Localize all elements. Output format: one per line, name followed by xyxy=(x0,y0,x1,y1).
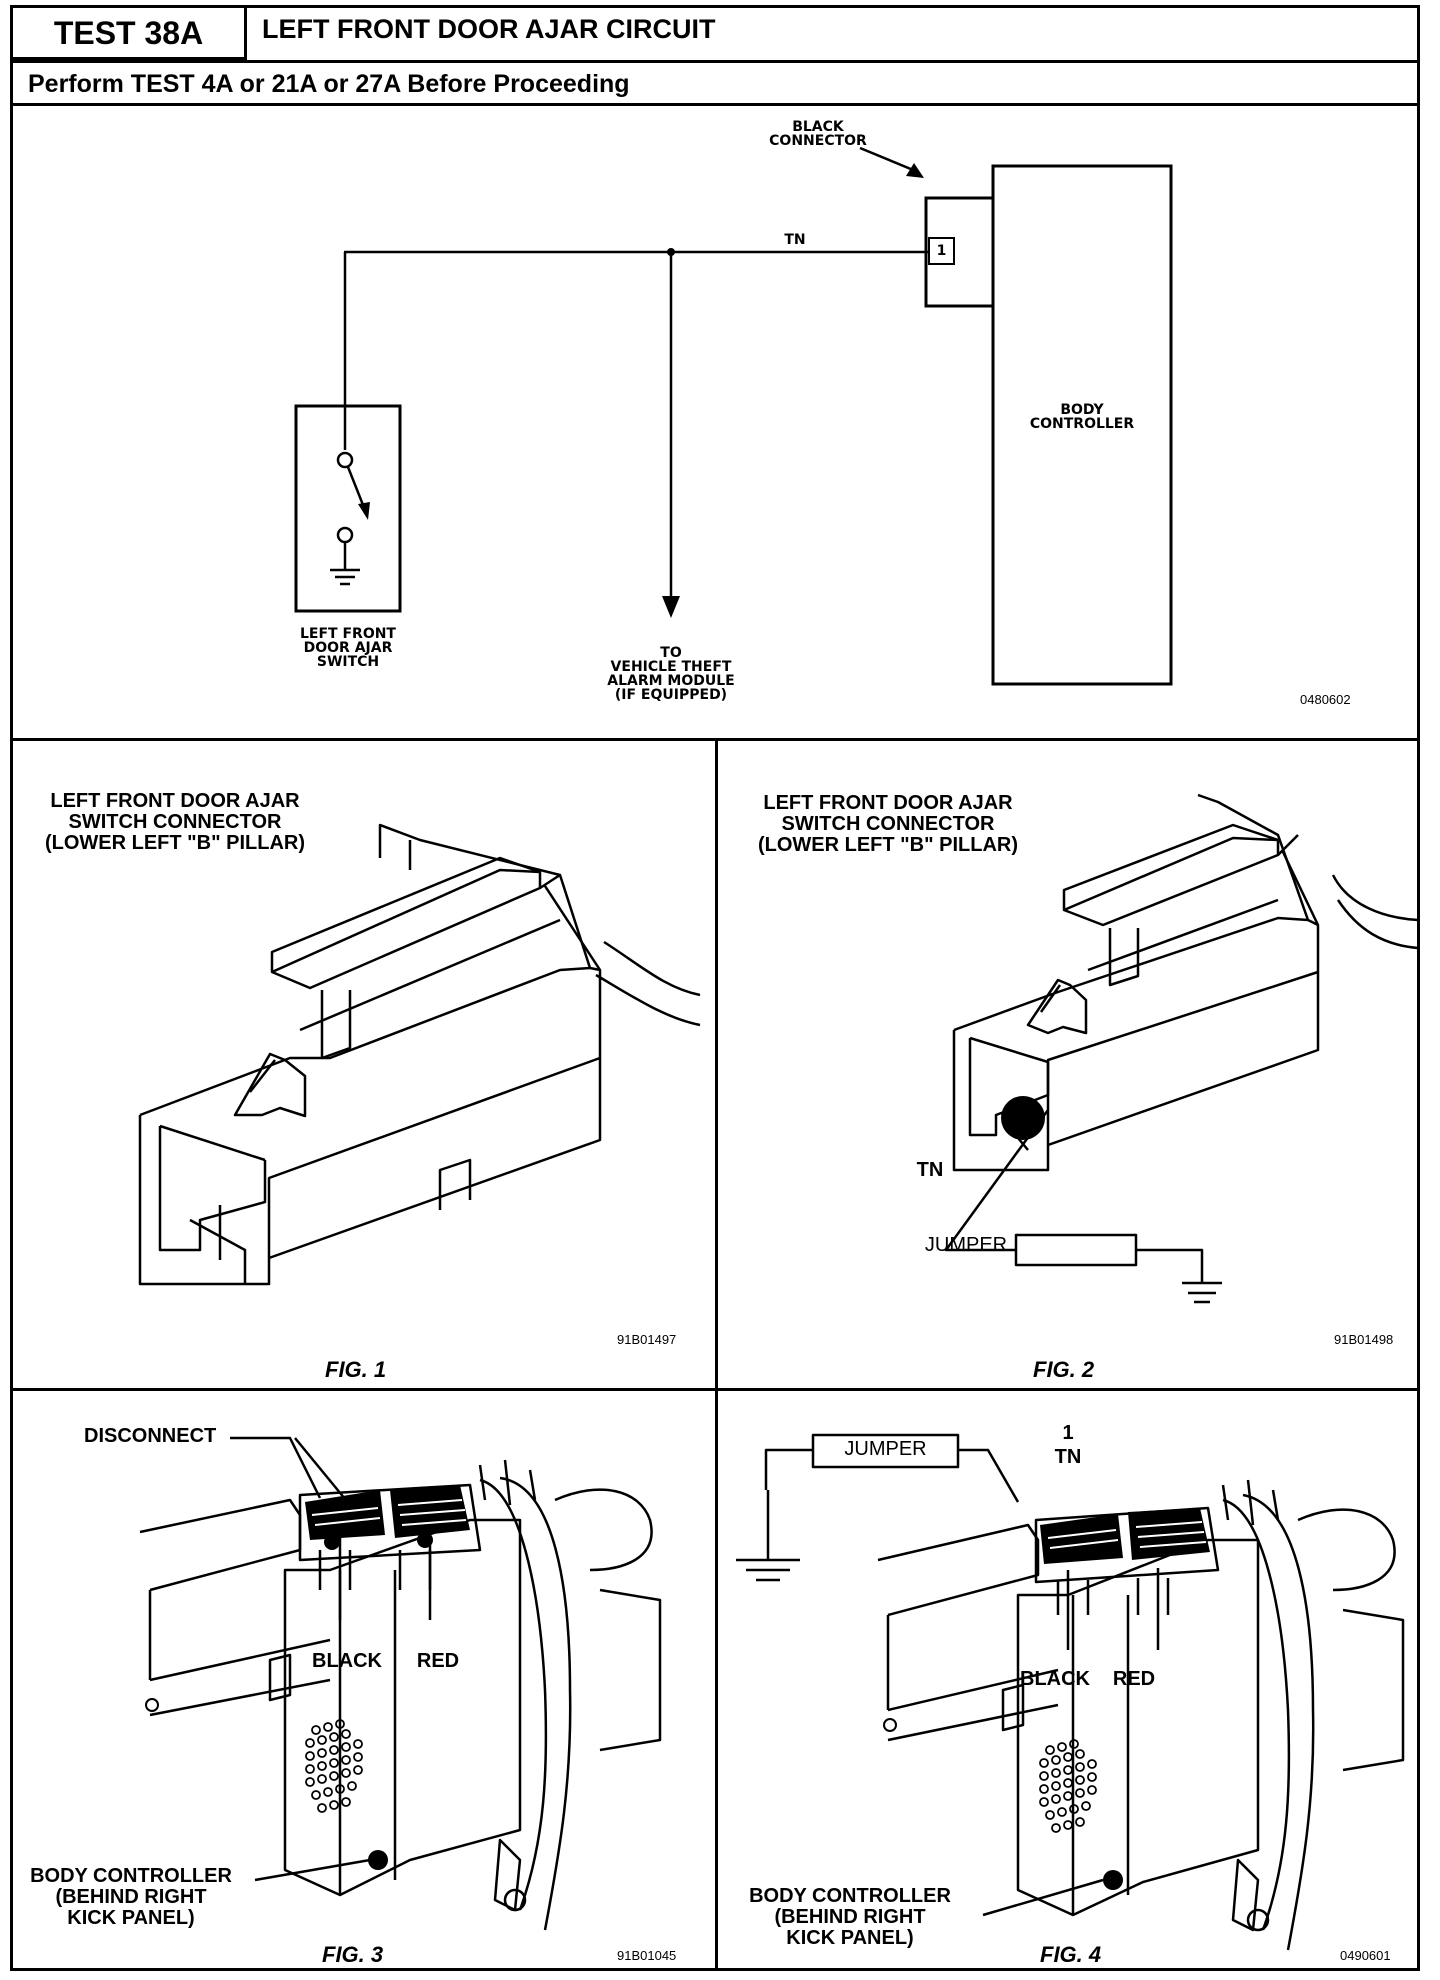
fig3-controller-label: BODY CONTROLLER (BEHIND RIGHT KICK PANEL… xyxy=(30,1865,232,1930)
fig4-caption: FIG. 4 xyxy=(1040,1942,1102,1967)
fig3-black-label: BLACK xyxy=(312,1650,382,1672)
fig4-black-label: BLACK xyxy=(1020,1668,1090,1690)
fig1-caption: FIG. 1 xyxy=(325,1357,387,1382)
page-title: LEFT FRONT DOOR AJAR CIRCUIT xyxy=(262,14,716,44)
fig1-connector-label: LEFT FRONT DOOR AJAR SWITCH CONNECTOR (L… xyxy=(44,790,306,855)
fig3-disconnect-label: DISCONNECT xyxy=(84,1425,217,1447)
connector-pointer xyxy=(859,146,919,174)
tn-wire-label: TN xyxy=(784,232,806,248)
door-ajar-switch-box xyxy=(294,404,402,613)
header-divider xyxy=(13,60,1417,63)
fig1-code: 91B01497 xyxy=(617,1332,677,1347)
switch-label: LEFT FRONT DOOR AJAR SWITCH xyxy=(300,626,396,670)
fig4-code: 0490601 xyxy=(1340,1948,1391,1963)
fig3-body-controller-drawing xyxy=(139,1436,662,1931)
branch-arrow xyxy=(662,596,680,618)
body-controller-label: BODY CONTROLLER xyxy=(1029,402,1135,432)
fig4-jumper-label: JUMPER xyxy=(844,1438,927,1460)
pin-number: 1 xyxy=(936,243,947,259)
fig4-controller-label: BODY CONTROLLER (BEHIND RIGHT KICK PANEL… xyxy=(749,1885,951,1950)
panel-divider xyxy=(715,740,718,1970)
panel-divider xyxy=(13,738,1417,741)
fig3-red-label: RED xyxy=(416,1650,460,1672)
fig4-body-controller-drawing xyxy=(736,1433,1405,1951)
fig4-pin-label: 1 xyxy=(1062,1422,1074,1444)
fig4-red-label: RED xyxy=(1112,1668,1156,1690)
fig2-tn-label: TN xyxy=(916,1159,944,1181)
branch-label: TO VEHICLE THEFT ALARM MODULE (IF EQUIPP… xyxy=(607,645,735,703)
fig2-jumper-label: JUMPER xyxy=(924,1234,1008,1256)
fig2-terminal-dot xyxy=(1001,1096,1045,1140)
fig2-code: 91B01498 xyxy=(1334,1332,1394,1347)
page-subtitle: Perform TEST 4A or 21A or 27A Before Pro… xyxy=(28,70,630,98)
fig2-connector-drawing xyxy=(944,793,1419,1304)
test-id: TEST 38A xyxy=(13,8,247,60)
fig3-caption: FIG. 3 xyxy=(322,1942,384,1967)
diagram-code: 0480602 xyxy=(1300,692,1351,707)
fig2-connector-label: LEFT FRONT DOOR AJAR SWITCH CONNECTOR (L… xyxy=(757,792,1019,857)
fig3-code: 91B01045 xyxy=(617,1948,677,1963)
fig2-caption: FIG. 2 xyxy=(1033,1357,1095,1382)
header-divider xyxy=(13,103,1417,106)
wiring-schematic xyxy=(294,146,1173,686)
black-connector-label: BLACK CONNECTOR xyxy=(769,119,867,149)
body-controller-box xyxy=(991,164,1173,686)
fig4-tn-label: TN xyxy=(1054,1446,1082,1468)
fig1-connector-drawing xyxy=(138,823,701,1286)
